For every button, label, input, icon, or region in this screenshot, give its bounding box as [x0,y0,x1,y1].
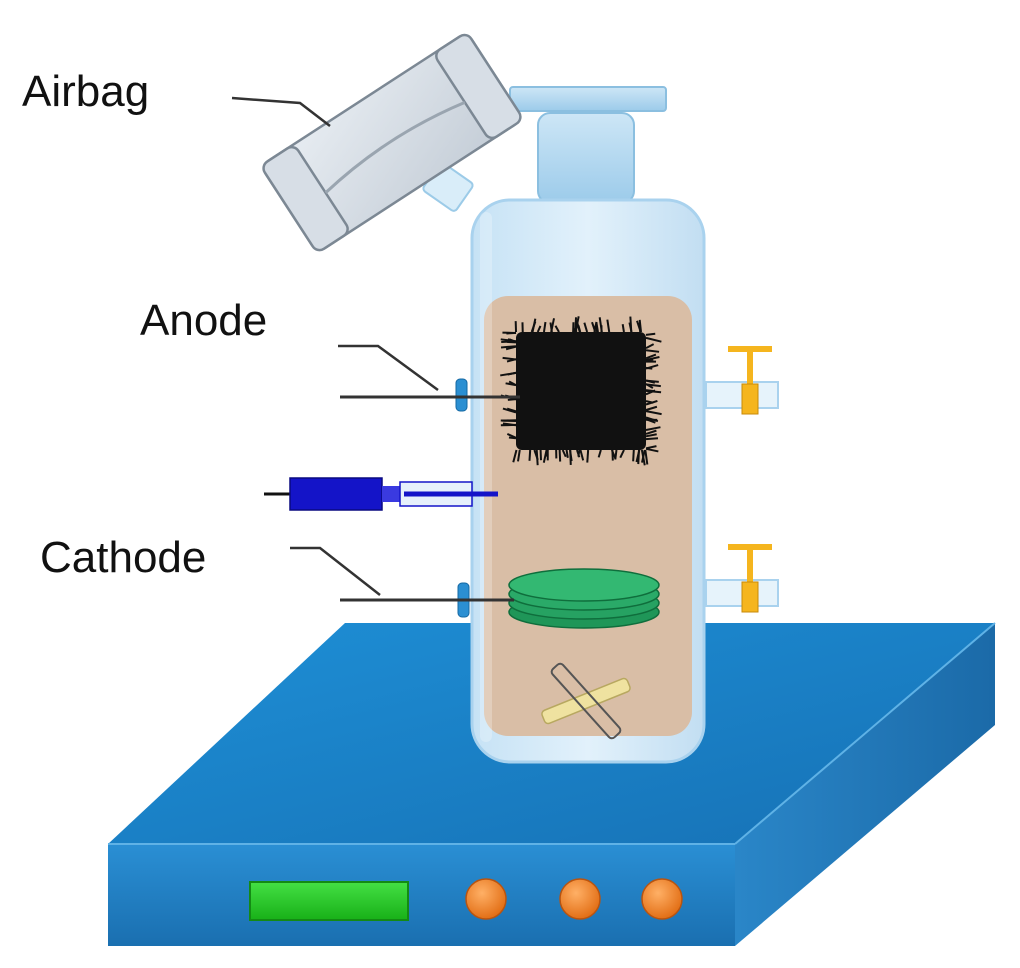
brush-bristle [632,449,635,462]
brush-bristle [645,445,657,450]
display-panel [249,881,409,921]
anode-leader [338,344,439,392]
brush-bristle [506,340,517,344]
brush-bristle [606,319,611,333]
airbag [262,33,522,252]
brush-bristle [645,353,657,360]
brush-bristle [645,343,655,350]
brush-bristle [598,317,603,333]
brush-bristle [579,449,585,461]
brush-bristle [517,449,521,462]
brush-bristle [505,345,517,351]
brush-bristle [645,364,659,370]
bottle-cap-top [509,86,667,112]
platform-front [108,844,735,946]
brush-bristle [542,321,547,333]
brush-bristle [645,410,662,416]
brush-bristle [645,358,654,362]
brush-bristle [533,449,539,461]
airbag-leader [231,96,331,127]
valve-bottom[interactable] [705,544,779,613]
brush-bristle [502,407,517,414]
brush-bristle [645,389,655,393]
brush-bristle [505,382,517,387]
cathode-discs [508,568,660,629]
brush-bristle [561,449,567,458]
brush-bristle [641,449,646,463]
knob-1[interactable] [465,878,507,920]
brush-bristle [542,449,548,463]
brush-bristle [512,449,518,463]
brush-bristle [549,322,553,333]
brush-bristle [645,399,658,406]
anode-brush [500,316,662,466]
knob-2[interactable] [559,878,601,920]
brush-bristle [502,422,517,427]
brush-bristle [502,356,517,361]
brush-bristle [528,449,532,461]
brush-bristle [554,325,560,333]
brush-bristle [583,322,589,333]
brush-bristle [591,321,597,333]
brush-bristle [645,405,658,411]
brush-bristle [645,332,656,336]
stirrer-platform [108,622,996,946]
brush-bristle [645,426,661,432]
brush-bristle [558,449,562,462]
brush-bristle [645,383,661,388]
brush-bristle [595,322,599,333]
platform-side [735,623,995,946]
brush-bristle [536,325,542,333]
brush-bristle [577,325,582,333]
brush-bristle [645,336,662,343]
brush-bristle [619,449,625,459]
brush-bristle [565,449,569,458]
brush-bristle [645,349,660,353]
bottle-neck [537,112,635,204]
brush-bristle [644,449,649,465]
brush-bristle [597,449,602,458]
brush-bristle [569,449,572,465]
brush-bristle [645,429,657,435]
anode-port [455,378,468,412]
valve-top[interactable] [705,346,779,415]
cathode-label: Cathode [40,533,206,582]
brush-bristle [621,324,625,333]
brush-bristle [500,371,517,377]
brush-bristle [628,322,633,333]
brush-bristle [645,437,659,441]
brush-bristle [645,433,657,438]
syringe[interactable] [264,477,498,511]
cathode-leader [290,546,381,596]
brush-bristle [638,319,643,333]
brush-bristle [645,379,659,383]
anode-label: Anode [140,296,267,345]
airbag-label: Airbag [22,67,149,116]
brush-bristle [577,449,581,457]
brush-bristle [635,449,641,463]
brush-bristle [645,447,659,453]
brush-bristle [531,318,537,333]
brush-bristle [645,356,660,361]
knob-3[interactable] [641,878,683,920]
brush-bristle [545,449,549,457]
brush-bristle [586,449,590,463]
reactor-bottle [455,86,706,764]
stir-bar [541,662,631,740]
brush-bristle [508,436,517,440]
